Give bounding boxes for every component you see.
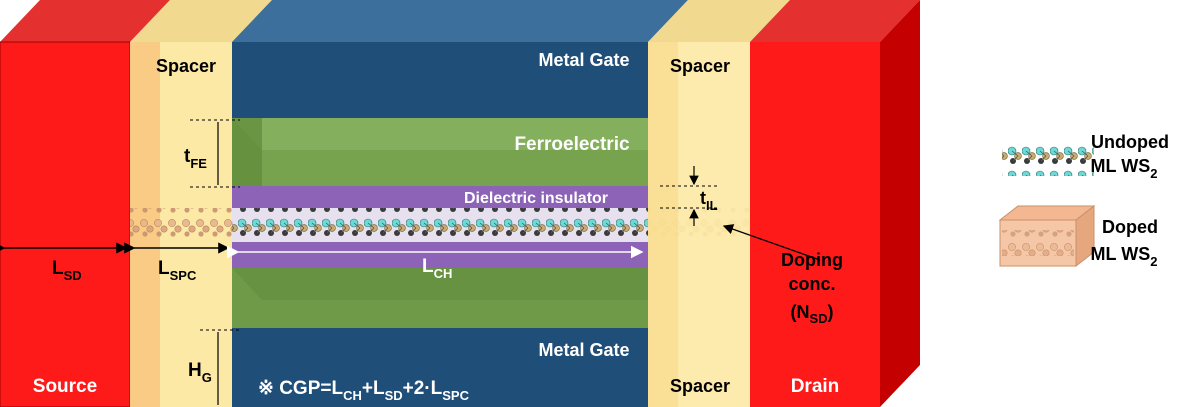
dielectric-bottom — [232, 242, 648, 268]
l-ch-label: LCH — [422, 256, 452, 281]
legend-undoped-line1: Undoped — [1091, 132, 1169, 152]
l-spc-dimension: LSPC — [124, 242, 230, 283]
spacer-bottom-right-label: Spacer — [670, 376, 730, 396]
bottom-metal-gate — [232, 328, 648, 407]
l-sd-label: LSD — [52, 258, 82, 283]
metal-gate-top-label: Metal Gate — [538, 50, 629, 70]
doping-line1: Doping — [781, 250, 843, 270]
l-sd-dimension: LSD — [0, 242, 128, 283]
cgp-formula: ※ CGP=LCH+LSD+2·LSPC — [258, 378, 470, 403]
drain-label: Drain — [791, 376, 840, 397]
doped-extension-left — [130, 208, 232, 242]
dielectric-top — [232, 186, 648, 208]
h-g-label: HG — [188, 360, 212, 385]
t-il-dimension: tIL — [660, 166, 720, 226]
legend-doped-swatch — [998, 204, 1096, 268]
drain-region — [750, 0, 920, 407]
t-fe-label: tFE — [184, 146, 207, 171]
source-region — [0, 0, 170, 407]
spacer-top-left-label: Spacer — [156, 56, 216, 76]
h-g-dimension: HG — [188, 329, 240, 405]
t-il-label: tIL — [700, 188, 718, 213]
legend-doped-line2: ML WS2 — [1091, 244, 1158, 269]
legend: Undoped ML WS2 Doped ML WS2 — [998, 132, 1169, 269]
spacer-top-right-label: Spacer — [670, 56, 730, 76]
legend-undoped-line2: ML WS2 — [1091, 156, 1158, 181]
metal-gate-bottom-label: Metal Gate — [538, 340, 629, 360]
legend-doped-line1: Doped — [1102, 217, 1158, 237]
doping-line2: conc. — [788, 274, 835, 294]
source-label: Source — [33, 376, 97, 397]
l-spc-label: LSPC — [158, 258, 197, 283]
legend-undoped-swatch — [1002, 146, 1094, 176]
doping-line3: (NSD) — [790, 302, 833, 326]
ferroelectric-bottom — [232, 268, 648, 328]
dielectric-label: Dielectric insulator — [464, 190, 608, 207]
undoped-channel — [232, 208, 648, 242]
t-fe-dimension: tFE — [184, 119, 240, 188]
doping-annotation: Doping conc. (NSD) — [722, 224, 843, 326]
l-ch-dimension: LCH — [226, 245, 644, 281]
top-metal-gate — [232, 0, 688, 118]
ferroelectric-label: Ferroelectric — [514, 134, 630, 155]
